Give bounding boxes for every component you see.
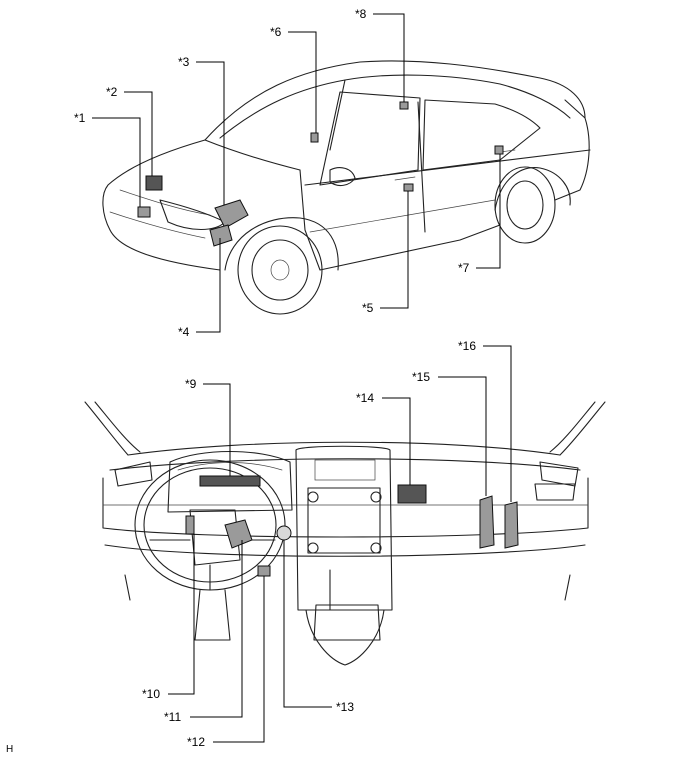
- component-part-2: [145, 175, 163, 191]
- component-part-9: [199, 475, 261, 487]
- instrument-panel-illustration: [84, 401, 606, 666]
- component-part-6: [310, 132, 319, 143]
- callout-label-12: *12: [187, 735, 205, 749]
- component-part-11: [224, 519, 253, 549]
- component-part-1: [137, 206, 151, 218]
- component-part-12: [257, 565, 271, 577]
- corner-mark: H: [6, 744, 13, 755]
- callout-label-15: *15: [412, 370, 430, 384]
- leader-line-6: [288, 31, 317, 133]
- leader-line-2: [124, 91, 153, 176]
- leader-line-8: [373, 13, 405, 102]
- callout-label-11: *11: [164, 710, 181, 724]
- component-part-10: [185, 515, 195, 535]
- callout-labels: *1 *2 *3 *4 *5 *6 *7 *8 *9 *10 *11 *12 *…: [6, 7, 476, 755]
- leader-line-9: [203, 383, 231, 476]
- leader-line-11: [190, 540, 243, 718]
- leader-line-15: [438, 376, 487, 496]
- callout-label-8: *8: [355, 7, 367, 21]
- component-part-14: [397, 484, 427, 504]
- leader-line-12: [213, 576, 265, 743]
- vehicle-exterior-illustration: [102, 60, 591, 315]
- component-part-15: [479, 495, 495, 549]
- callout-label-16: *16: [458, 339, 476, 353]
- callout-label-9: *9: [185, 377, 197, 391]
- component-part-8: [399, 101, 409, 110]
- leader-line-4: [196, 238, 221, 333]
- component-part-4: [209, 224, 233, 247]
- callout-label-1: *1: [74, 111, 86, 125]
- leader-line-1: [92, 117, 141, 207]
- component-part-5: [403, 183, 414, 192]
- leader-lines: [92, 13, 512, 743]
- callout-label-4: *4: [178, 325, 190, 339]
- callout-label-3: *3: [178, 55, 190, 69]
- leader-line-14: [382, 397, 411, 485]
- component-part-7: [494, 145, 504, 155]
- component-part-3: [214, 199, 249, 229]
- callout-label-2: *2: [106, 85, 118, 99]
- callout-label-6: *6: [270, 25, 282, 39]
- component-part-13: [276, 525, 292, 541]
- callout-label-10: *10: [142, 687, 160, 701]
- callout-label-5: *5: [362, 301, 374, 315]
- leader-line-5: [380, 191, 409, 309]
- component-part-16: [504, 501, 519, 549]
- leader-line-10: [168, 534, 195, 695]
- leader-line-13: [283, 540, 332, 708]
- leader-line-16: [483, 345, 512, 502]
- leader-line-7: [476, 154, 501, 269]
- callout-label-7: *7: [458, 261, 470, 275]
- callout-label-13: *13: [336, 700, 354, 714]
- leader-line-3: [196, 61, 225, 205]
- callout-label-14: *14: [356, 391, 374, 405]
